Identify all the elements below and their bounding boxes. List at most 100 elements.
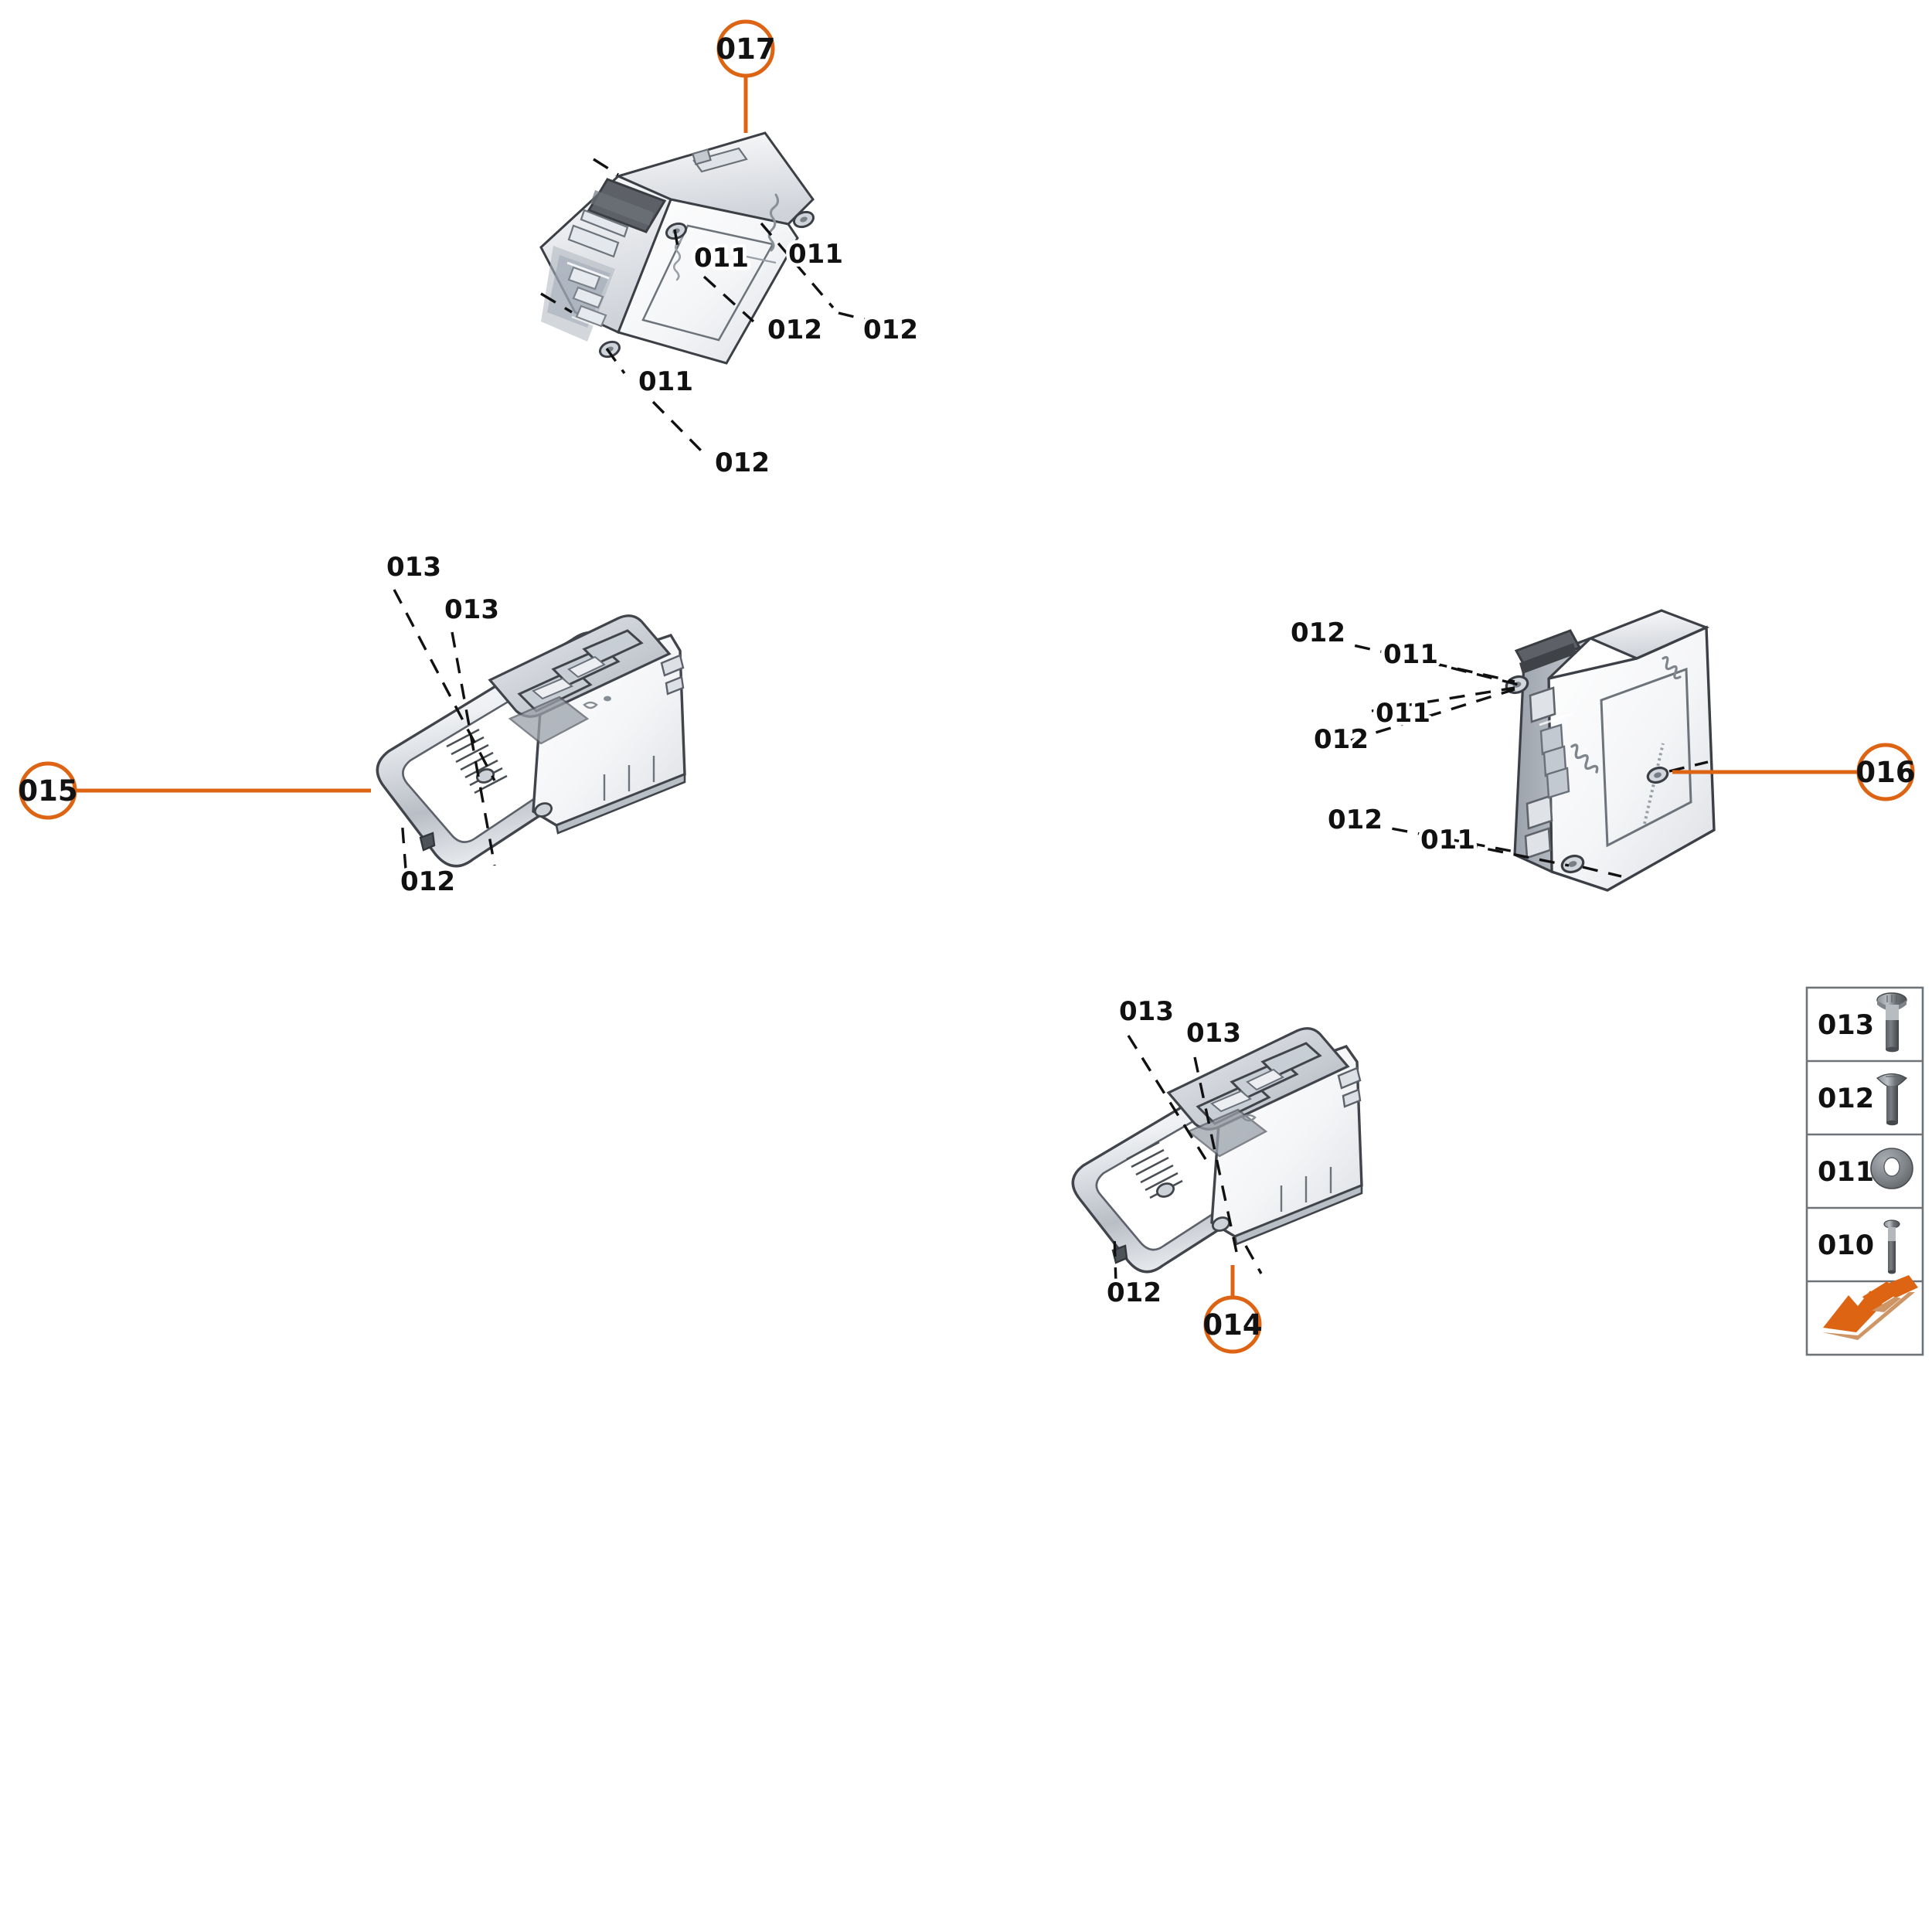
callout-016[interactable]: 016 — [1672, 743, 1916, 801]
svg-text:013: 013 — [444, 594, 499, 625]
legend-code-013: 013 — [1818, 1010, 1874, 1041]
svg-text:013: 013 — [1186, 1018, 1241, 1049]
svg-text:012: 012 — [863, 315, 918, 345]
ref-leader-011 — [673, 229, 680, 252]
ref-leader-013 — [451, 631, 496, 866]
component-016-control-module — [1505, 609, 1716, 892]
parts-diagram-svg: 0110110110110120120120120110110120120130… — [18, 19, 1924, 1356]
svg-text:011: 011 — [1376, 698, 1430, 729]
legend-row-011[interactable]: 011 — [1807, 1148, 1923, 1209]
callout-015[interactable]: 015 — [18, 761, 371, 820]
ref-label-text: 011 — [788, 239, 843, 270]
ref-leader-012 — [702, 275, 755, 323]
reference-leader-lines — [393, 222, 1570, 1284]
ref-leader-011 — [1461, 842, 1570, 867]
ref-label-text: 012 — [1107, 1277, 1162, 1308]
callout-circle[interactable] — [1203, 1295, 1262, 1354]
svg-text:011: 011 — [638, 366, 693, 397]
ref-leader-011 — [605, 348, 626, 374]
ref-label-text: 011 — [1376, 698, 1430, 729]
svg-text:012: 012 — [1107, 1277, 1162, 1308]
svg-text:012: 012 — [1328, 804, 1383, 835]
ref-label-text: 011 — [1383, 639, 1438, 670]
legend-row-013[interactable]: 013 — [1807, 992, 1923, 1063]
ref-label-text: 013 — [444, 594, 499, 625]
ref-label-text: 012 — [1314, 724, 1369, 755]
svg-text:013: 013 — [386, 552, 441, 583]
bolt-thin-icon — [1883, 1219, 1900, 1274]
legend-row-010[interactable]: 010 — [1807, 1219, 1923, 1283]
ref-leader-013 — [1193, 1056, 1238, 1253]
legend-panel: 013 012 — [1805, 986, 1924, 1356]
ref-leader-012 — [838, 311, 871, 322]
ref-leader-011 — [1425, 660, 1519, 686]
ref-label-text: 011 — [1420, 825, 1475, 855]
orange-arrow-logo-icon — [1822, 1275, 1918, 1340]
callout-label: 014 — [1202, 1308, 1262, 1342]
svg-text:011: 011 — [1420, 825, 1475, 855]
legend-row-012[interactable]: 012 — [1807, 1073, 1923, 1136]
callout-circle[interactable] — [19, 761, 77, 820]
ref-label-text: 012 — [715, 447, 770, 478]
callout-circle[interactable] — [716, 19, 775, 78]
ref-label-text: 012 — [1328, 804, 1383, 835]
component-014-switch-pack — [1071, 1027, 1363, 1274]
ref-leader-012 — [1113, 1234, 1117, 1284]
ref-label-text: 012 — [1291, 617, 1345, 648]
mount-boss — [1505, 675, 1669, 874]
svg-text:012: 012 — [1314, 724, 1369, 755]
ref-label-text: 013 — [1186, 1018, 1241, 1049]
ref-leader-011 — [760, 222, 835, 309]
ref-label-text: 012 — [767, 315, 822, 345]
callout-014[interactable]: 014 — [1202, 1265, 1263, 1354]
ref-label-text: 013 — [1119, 996, 1174, 1027]
legend-code-010: 010 — [1818, 1230, 1874, 1261]
ref-leader-012 — [400, 818, 407, 870]
callout-group: 017 015 016 014 — [18, 19, 1916, 1354]
ref-label-text: 013 — [386, 552, 441, 583]
callout-label: 017 — [716, 32, 775, 66]
callout-circle[interactable] — [1856, 743, 1915, 801]
callout-label: 016 — [1855, 756, 1915, 789]
svg-text:012: 012 — [1291, 617, 1345, 648]
svg-text:011: 011 — [788, 239, 843, 270]
svg-text:012: 012 — [715, 447, 770, 478]
svg-text:011: 011 — [1383, 639, 1438, 670]
ref-label-text: 012 — [400, 866, 455, 897]
ref-leader-013 — [393, 589, 496, 781]
bolt-countersunk-icon — [1876, 1073, 1908, 1126]
svg-text:013: 013 — [1119, 996, 1174, 1027]
component-015-switch-pack — [376, 614, 686, 868]
ref-leader-012 — [651, 400, 706, 456]
callout-label: 015 — [18, 774, 77, 808]
ref-label-text: 011 — [694, 243, 749, 274]
ref-label-text: 012 — [863, 315, 918, 345]
legend-code-011: 011 — [1818, 1157, 1874, 1188]
callout-017[interactable]: 017 — [716, 19, 776, 133]
ref-leader-012 — [1350, 688, 1515, 742]
svg-text:012: 012 — [400, 866, 455, 897]
washer-icon — [1870, 1148, 1913, 1189]
svg-text:012: 012 — [767, 315, 822, 345]
svg-text:011: 011 — [694, 243, 749, 274]
